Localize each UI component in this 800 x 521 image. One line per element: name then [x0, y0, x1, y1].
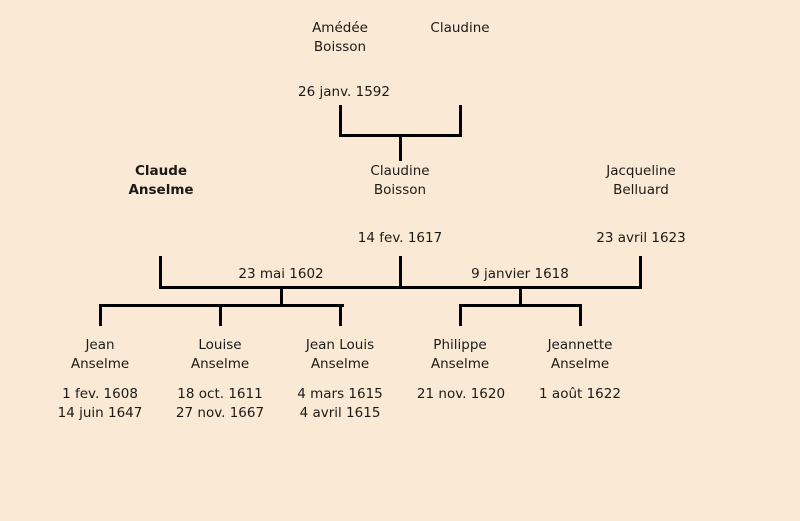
- person-name: Jean: [85, 337, 115, 353]
- marriage-date-1592: 26 janv. 1592: [298, 84, 390, 100]
- person-name: Philippe: [433, 337, 487, 353]
- connector-child-line-jeannette: [579, 304, 582, 326]
- person-surname: Anselme: [310, 356, 370, 372]
- person-claudine-boisson[interactable]: Claudine Boisson: [370, 162, 429, 200]
- connector-mother-drop-line: [459, 105, 462, 137]
- person-philippe-anselme[interactable]: Philippe Anselme: [431, 336, 489, 374]
- person-claude-anselme[interactable]: Claude Anselme: [128, 162, 193, 200]
- person-surname: Anselme: [128, 182, 194, 198]
- connector-jacqueline-drop-line: [639, 256, 642, 289]
- person-jean-louis-anselme[interactable]: Jean Louis Anselme: [306, 336, 374, 374]
- birth-date: 1 fev. 1608: [62, 386, 138, 402]
- connector-child-line-jean: [99, 304, 102, 326]
- person-surname: Anselme: [190, 356, 250, 372]
- person-name: Amédée: [312, 20, 368, 36]
- person-name: Jean Louis: [305, 337, 375, 353]
- death-date: 14 juin 1647: [57, 405, 143, 421]
- death-date-claudine-boisson: 14 fev. 1617: [357, 230, 443, 246]
- connector-descent-stub-first-marriage: [280, 286, 283, 307]
- connector-child-line-jean-louis: [339, 304, 342, 326]
- person-name: Claude: [134, 163, 188, 179]
- person-surname: Anselme: [550, 356, 610, 372]
- person-jacqueline-belluard[interactable]: Jacqueline Belluard: [606, 162, 675, 200]
- birth-date: 21 nov. 1620: [416, 386, 506, 402]
- marriage-date-1618: 9 janvier 1618: [471, 266, 569, 282]
- death-date: 4 avril 1615: [299, 405, 381, 421]
- person-name: Claudine: [370, 163, 430, 179]
- dates-jeannette-anselme: 1 août 1622: [539, 385, 621, 404]
- person-jeannette-anselme[interactable]: Jeannette Anselme: [548, 336, 613, 374]
- birth-date: 4 mars 1615: [297, 386, 383, 402]
- person-claudine-grandmother[interactable]: Claudine: [430, 19, 489, 38]
- connector-claudine-boisson-drop-line: [399, 256, 402, 289]
- person-name: Louise: [198, 337, 242, 353]
- person-name: Jeannette: [547, 337, 613, 353]
- dates-jean-anselme: 1 fev. 1608 14 juin 1647: [58, 385, 143, 423]
- marriage-date-1602: 23 mai 1602: [238, 266, 324, 282]
- person-surname: Boisson: [373, 182, 427, 198]
- connector-father-drop-line: [339, 105, 342, 137]
- person-surname: Anselme: [430, 356, 490, 372]
- dates-jean-louis-anselme: 4 mars 1615 4 avril 1615: [297, 385, 383, 423]
- dates-louise-anselme: 18 oct. 1611 27 nov. 1667: [176, 385, 264, 423]
- person-amedee-boisson[interactable]: Amédée Boisson: [312, 19, 368, 57]
- person-surname: Belluard: [613, 182, 669, 198]
- connector-children-bar-second: [459, 304, 582, 307]
- connector-marriage-bar-middle: [159, 286, 642, 289]
- connector-descent-stub-second-marriage: [519, 286, 522, 307]
- person-louise-anselme[interactable]: Louise Anselme: [191, 336, 249, 374]
- person-surname: Boisson: [313, 39, 367, 55]
- birth-date: 18 oct. 1611: [177, 386, 263, 402]
- person-name: Claudine: [430, 20, 490, 36]
- connector-claude-drop-line: [159, 256, 162, 289]
- death-date-jacqueline-belluard: 23 avril 1623: [596, 230, 686, 246]
- person-surname: Anselme: [70, 356, 130, 372]
- death-date: 27 nov. 1667: [175, 405, 265, 421]
- birth-date: 1 août 1622: [539, 386, 621, 402]
- person-jean-anselme[interactable]: Jean Anselme: [71, 336, 129, 374]
- connector-child-line-louise: [219, 304, 222, 326]
- connector-child-line-philippe: [459, 304, 462, 326]
- person-name: Jacqueline: [606, 163, 676, 179]
- dates-philippe-anselme: 21 nov. 1620: [417, 385, 505, 404]
- connector-descent-stub-top: [399, 134, 402, 161]
